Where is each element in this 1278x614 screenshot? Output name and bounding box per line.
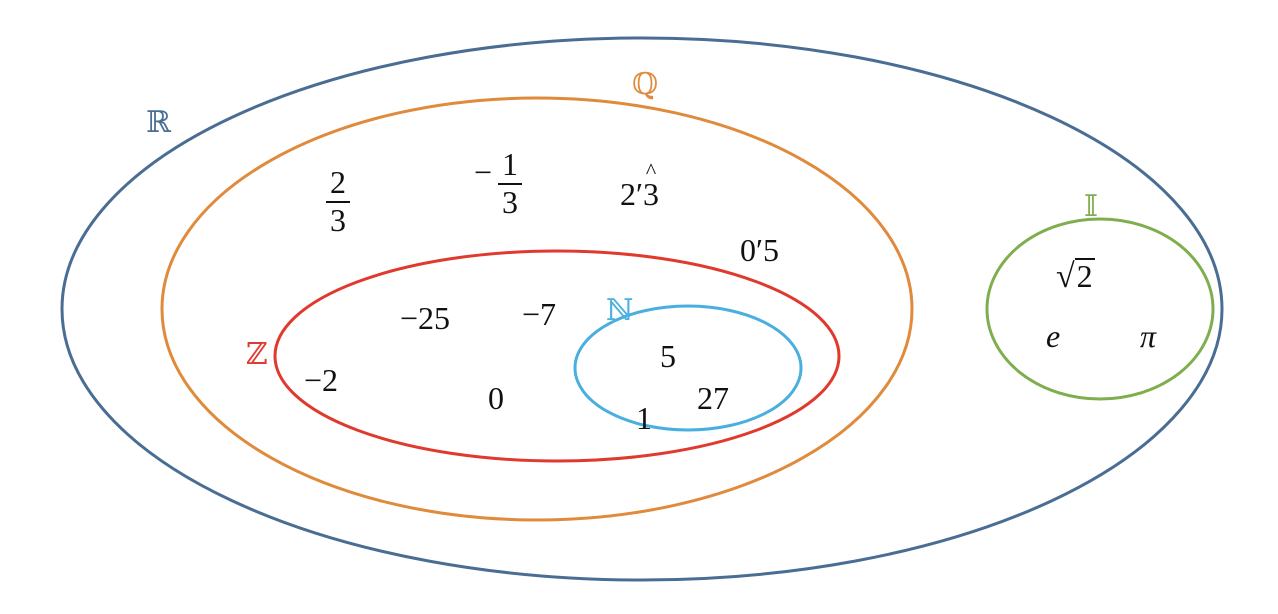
repeating-separator: ′	[636, 176, 643, 212]
fraction-bar	[498, 183, 523, 185]
natural-five: 5	[660, 338, 676, 374]
integer-zero: 0	[488, 380, 504, 416]
integer-minus-7: −7	[522, 296, 557, 332]
decimal-zero-point-five: 0′5	[740, 232, 779, 268]
integer-minus-25: −25	[400, 300, 451, 336]
fraction-numerator: 1	[502, 146, 519, 182]
natural-set-label: ℕ	[606, 293, 634, 328]
fraction-sign: −	[474, 154, 493, 190]
real-set-ellipse	[60, 36, 1224, 582]
sqrt-two: √ 2	[1056, 258, 1095, 294]
fraction-bar	[326, 201, 350, 203]
repeating-decimal: 2′3	[620, 178, 659, 210]
irrational-set-label: 𝕀	[1084, 189, 1099, 224]
radical-icon: √	[1056, 257, 1075, 295]
fraction-two-thirds: 2 3	[326, 164, 350, 238]
natural-set-ellipse	[573, 304, 803, 432]
fraction-body: 1 3	[498, 146, 523, 220]
integer-set-ellipse	[273, 249, 841, 463]
rational-set-ellipse	[160, 96, 914, 522]
integer-minus-2: −2	[304, 362, 339, 398]
pi-number: π	[1140, 318, 1157, 354]
irrational-set-ellipse	[985, 217, 1215, 401]
real-set-label: ℝ	[146, 105, 171, 140]
natural-twenty-seven: 27	[697, 380, 729, 416]
sqrt-radicand: 2	[1074, 258, 1095, 294]
fraction-minus-one-third: − 1 3	[474, 146, 523, 220]
repeating-digit: 3	[643, 178, 659, 210]
euler-number: e	[1046, 318, 1061, 354]
natural-one: 1	[636, 400, 652, 436]
integer-set-label: ℤ	[246, 337, 268, 372]
fraction-denominator: 3	[502, 184, 519, 220]
fraction-numerator: 2	[330, 164, 346, 200]
rational-set-label: ℚ	[632, 67, 659, 102]
fraction-denominator: 3	[330, 202, 346, 238]
repeating-integer-part: 2	[620, 176, 636, 212]
